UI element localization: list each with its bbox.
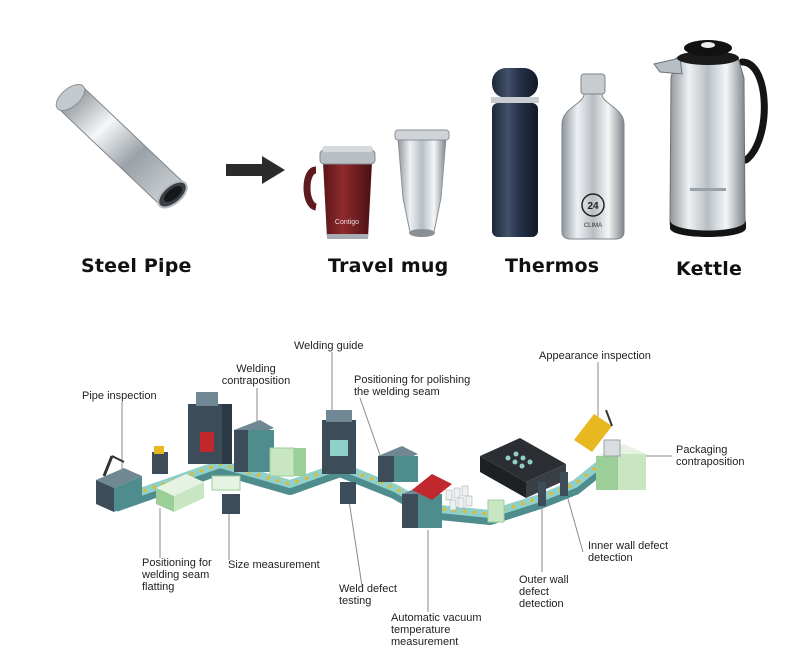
station-wall-detection [538, 472, 568, 506]
station-welding-contraposition [188, 392, 241, 491]
steel-pipe-image [55, 84, 188, 209]
callout-positioning-polishing: Positioning for polishing the welding se… [354, 374, 471, 398]
station-polishing [378, 446, 418, 482]
mug-brand-text: Contigo [335, 219, 359, 226]
travel-mug-red-image: Contigo [303, 146, 376, 239]
callout-welding-guide: Welding guide [294, 340, 364, 352]
callout-positioning-flatting: Positioning for welding seam flatting [142, 557, 212, 593]
callout-pipe-inspection: Pipe inspection [82, 390, 157, 402]
product-label-thermos: Thermos [505, 255, 600, 277]
thermos-steel-image: 24 CLIMA [561, 73, 625, 240]
station-welding-guide [322, 410, 356, 504]
station-pipe-inspection [96, 455, 142, 512]
station-vacuum-measurement [402, 474, 473, 528]
callout-packaging-contraposition: Packaging contraposition [676, 444, 745, 468]
callout-inner-wall-detection: Inner wall defect detection [588, 540, 669, 564]
product-label-travel-mug: Travel mug [328, 255, 449, 277]
callout-vacuum-measurement: Automatic vacuum temperature measurement [391, 612, 482, 648]
travel-mug-steel-image [394, 129, 450, 237]
station-flatting [152, 446, 204, 512]
callout-outer-wall-detection: Outer wall defect detection [519, 574, 569, 610]
arrow-icon [226, 156, 285, 184]
callout-welding-contraposition: Welding contraposition [221, 363, 291, 387]
callout-appearance-inspection: Appearance inspection [539, 350, 651, 362]
thermos-navy-image [491, 68, 539, 237]
station-packaging [596, 439, 646, 490]
product-label-steel-pipe: Steel Pipe [81, 255, 192, 277]
station-appearance-inspection [574, 409, 613, 452]
callout-weld-defect-testing: Weld defect testing [339, 583, 397, 607]
kettle-image [653, 40, 768, 237]
bottle-brand-text: CLIMA [584, 223, 602, 229]
product-label-kettle: Kettle [676, 258, 743, 280]
bottle-number-text: 24 [587, 201, 599, 212]
station-detection-chamber [480, 438, 566, 523]
product-illustrations: Contigo 24 CLIMA [55, 40, 768, 240]
station-cabinet-green [269, 447, 306, 477]
callout-size-measurement: Size measurement [228, 559, 320, 571]
